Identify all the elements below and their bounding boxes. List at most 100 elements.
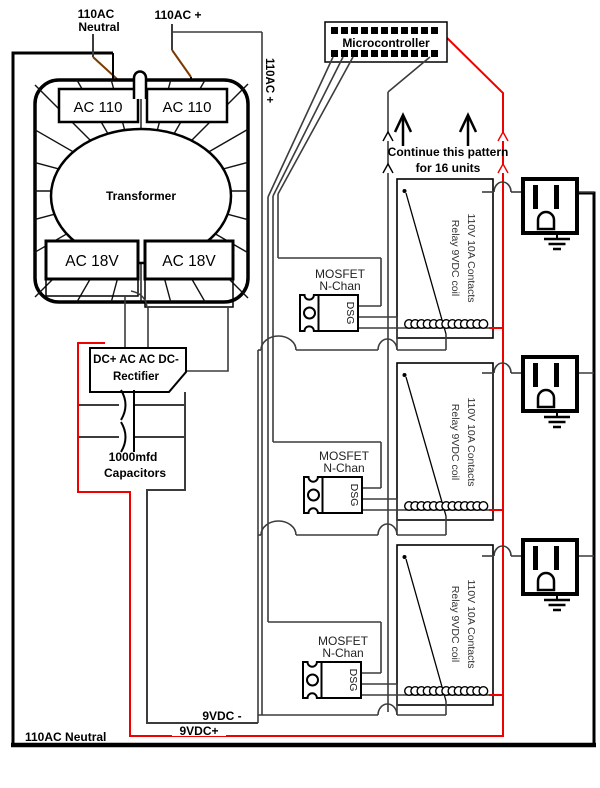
- wire-hop: [377, 523, 398, 536]
- live-brown-wire: [171, 49, 192, 78]
- mcu-pin: [331, 27, 338, 34]
- gate-wire-1: [267, 56, 334, 198]
- mcu-pin: [371, 27, 378, 34]
- rectifier-terminals-label: DC+ AC AC DC-: [93, 354, 179, 366]
- microcontroller: Microcontroller: [267, 21, 448, 712]
- outlet-slot-right: [554, 546, 559, 570]
- secondary-left-label: AC 18V: [65, 253, 119, 270]
- mosfet-body: [320, 661, 362, 699]
- label-110ac-neutral-bottom: 110AC Neutral: [25, 730, 106, 744]
- relay-coil-loop: [478, 501, 489, 512]
- relay-pivot: [402, 373, 407, 377]
- mosfet-pins-label: DSG: [347, 669, 359, 692]
- up-arrow-icon: [458, 112, 478, 133]
- relay-label-line1: Relay 9VDC coil: [449, 220, 461, 296]
- outlet-slot-left: [533, 185, 538, 209]
- secondary-frame-left: [45, 278, 139, 297]
- break-arrow-icon: [382, 162, 394, 174]
- relay-label-line2: 110V 10A Contacts: [465, 397, 477, 486]
- mosfet-mounting-hole: [307, 488, 320, 502]
- capacitor-plate-curved-2: [120, 421, 127, 453]
- relay-label-line1: Relay 9VDC coil: [449, 404, 461, 480]
- outlet-ground-hole: [536, 388, 556, 409]
- secondary-right-label: AC 18V: [162, 253, 216, 270]
- break-arrow-icon: [497, 130, 509, 142]
- label-110ac-plus: 110AC +: [154, 8, 201, 22]
- mcu-pin: [381, 50, 388, 57]
- secondary-outer-lead: [187, 307, 229, 372]
- break-arrow-icon: [497, 162, 509, 174]
- mcu-pin: [331, 50, 338, 57]
- mosfet-label-line2: N-Chan: [322, 646, 363, 660]
- wire-hop: [493, 545, 512, 557]
- relay-switch-arm: [405, 192, 447, 335]
- outlet-ground-hole: [536, 210, 556, 231]
- relay-switch-arm: [405, 376, 447, 517]
- ac-outlet: [521, 355, 579, 429]
- primary-right-label: AC 110: [163, 99, 212, 116]
- relay-box: [396, 362, 494, 521]
- mcu-pin: [401, 27, 408, 34]
- primary-winding-left: [57, 87, 140, 124]
- mcu-pin: [371, 50, 378, 57]
- mcu-pin: [351, 27, 358, 34]
- mcu-pin: [411, 27, 418, 34]
- mcu-pin: [351, 50, 358, 57]
- mosfet-label-line1: MOSFET: [318, 634, 369, 648]
- primary-left-label: AC 110: [74, 99, 123, 116]
- transformer-body: [49, 127, 233, 265]
- mosfet-label-line1: MOSFET: [319, 449, 370, 463]
- mcu-pin: [381, 27, 388, 34]
- relay-coil-loop: [478, 686, 489, 697]
- dc-plus-rail: [77, 30, 504, 737]
- microcontroller-pins: [331, 27, 438, 57]
- pattern-continuation: Continue this pattern for 16 units: [382, 112, 509, 175]
- label-110ac-neutral-2: Neutral: [78, 20, 119, 34]
- mosfet-body: [317, 294, 359, 332]
- transformer-label: Transformer: [106, 189, 176, 203]
- transformer: Transformer AC 110 AC 110 AC 18V AC 18V: [33, 53, 250, 372]
- mcu-pin: [361, 27, 368, 34]
- relay-label-line1: Relay 9VDC coil: [449, 586, 461, 662]
- mcu-pin: [421, 50, 428, 57]
- relay-box: [396, 178, 494, 339]
- mcu-pin: [361, 50, 368, 57]
- relay-pivot: [402, 555, 407, 559]
- primary-winding-right: [145, 87, 229, 124]
- pattern-note-line1: Continue this pattern: [388, 145, 509, 159]
- break-arrow-icon: [382, 130, 394, 142]
- mosfet-body: [321, 476, 363, 514]
- gate-wire-3: [277, 56, 354, 195]
- wire-hop: [260, 520, 297, 536]
- mosfet-mounting-hole: [306, 673, 319, 687]
- mcu-pin: [401, 50, 408, 57]
- wire-hop: [260, 335, 297, 351]
- mcu-pin: [341, 27, 348, 34]
- label-110ac-neutral-1: 110AC: [78, 7, 115, 21]
- capacitor-value-label: 1000mfd: [109, 450, 158, 464]
- wire-hop: [493, 181, 512, 193]
- label-9vdc-plus: 9VDC+: [179, 724, 218, 738]
- relay-switch-arm: [405, 558, 447, 702]
- mosfet-label-line2: N-Chan: [323, 461, 364, 475]
- label-110ac-plus-vertical: 110AC +: [263, 58, 275, 103]
- capacitor-name-label: Capacitors: [104, 466, 166, 480]
- rectifier-box: [89, 347, 187, 393]
- primary-center-tap: [132, 70, 148, 99]
- ac-outlet: [521, 538, 579, 612]
- secondary-frame-right: [144, 278, 234, 308]
- dc-minus-rail: [146, 350, 259, 724]
- mosfet-label-line1: MOSFET: [315, 267, 366, 281]
- outlet-ground-hole: [536, 571, 556, 592]
- ac-source-labels: 110AC Neutral 110AC + 110AC +: [78, 7, 275, 103]
- wire-hop: [377, 703, 398, 716]
- bottom-labels: 9VDC - 9VDC+ 110AC Neutral: [25, 709, 242, 744]
- mosfet-pins-label: DSG: [348, 484, 360, 507]
